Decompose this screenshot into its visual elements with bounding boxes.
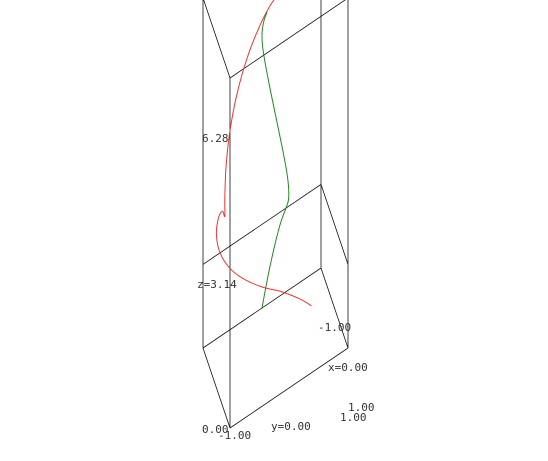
z-mid-tick-label: z=3.14 [197,278,237,291]
z-max-tick-label: 6.28 [202,132,229,145]
x-mid-tick-label: x=0.00 [328,361,368,374]
y-mid-tick-label: y=0.00 [271,420,311,433]
reference-plane [202,183,349,265]
x-max-tick-label: 1.00 [348,401,375,414]
series-1-curve [261,12,290,309]
box-edge-2 [229,347,349,429]
box-edge-1 [202,347,231,429]
z-min-tick-label: 0.00 [202,423,229,436]
x-min-tick-label: -1.00 [318,321,351,334]
curves [215,0,312,309]
y-min-tick-label: -1.00 [218,429,251,442]
box-edge-4 [229,0,346,79]
box-edge-3 [203,0,231,79]
series-0-curve [215,0,312,307]
box-edge-9 [320,267,349,349]
bounding-box [202,0,349,429]
y-max-tick-label: 1.00 [340,411,367,424]
